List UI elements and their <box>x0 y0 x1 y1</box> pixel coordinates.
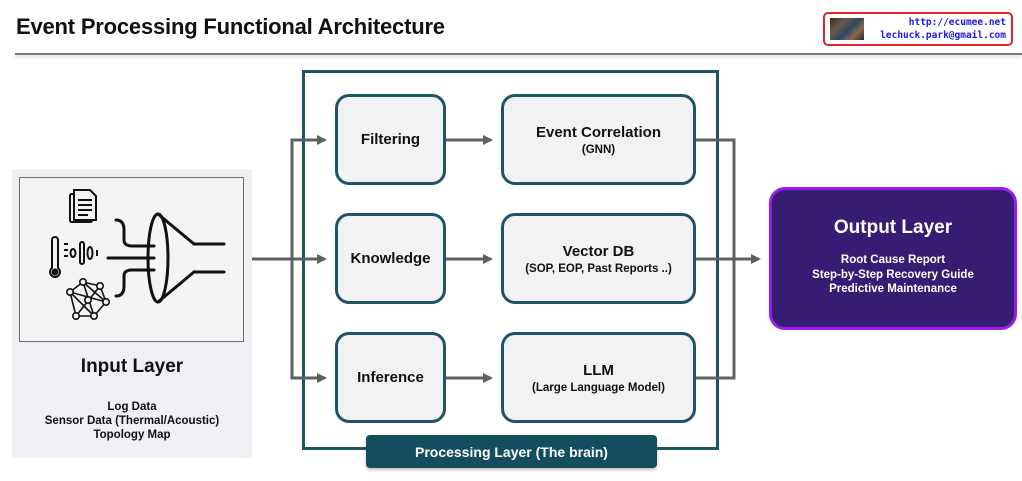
input-layer-items: Log Data Sensor Data (Thermal/Acoustic) … <box>12 400 252 442</box>
processing-layer-label: Processing Layer (The brain) <box>366 435 657 468</box>
thermometer-icon <box>49 236 61 278</box>
input-layer-card: Input Layer Log Data Sensor Data (Therma… <box>12 169 252 458</box>
filtering-label: Filtering <box>360 131 421 148</box>
vector-db-label: Vector DB <box>562 242 635 260</box>
event-correlation-sublabel: (GNN) <box>581 143 616 156</box>
author-badge: http://ecumee.net lechuck.park@gmail.com <box>823 12 1013 46</box>
input-item: Log Data <box>107 401 157 413</box>
page-title: Event Processing Functional Architecture <box>16 14 445 39</box>
author-email-link[interactable]: lechuck.park@gmail.com <box>880 30 1006 41</box>
title-divider <box>15 53 1022 55</box>
inference-node[interactable]: Inference <box>335 332 446 423</box>
event-correlation-node[interactable]: Event Correlation (GNN) <box>501 94 696 185</box>
network-graph-icon <box>65 278 111 321</box>
funnel-icon <box>106 212 226 304</box>
input-item: Topology Map <box>93 429 171 441</box>
knowledge-node[interactable]: Knowledge <box>335 213 446 304</box>
knowledge-label: Knowledge <box>350 250 431 267</box>
input-item: Sensor Data (Thermal/Acoustic) <box>44 415 220 427</box>
input-illustration-svg <box>49 189 226 321</box>
llm-node[interactable]: LLM (Large Language Model) <box>501 332 696 423</box>
vector-db-node[interactable]: Vector DB (SOP, EOP, Past Reports ..) <box>501 213 696 304</box>
vector-db-sublabel: (SOP, EOP, Past Reports ..) <box>525 262 672 275</box>
event-correlation-label: Event Correlation <box>535 123 662 141</box>
output-layer-card[interactable]: Output Layer Root Cause Report Step-by-S… <box>769 187 1017 330</box>
output-item: Predictive Maintenance <box>829 283 957 295</box>
llm-label: LLM <box>583 361 614 379</box>
author-thumbnail <box>830 18 864 40</box>
llm-sublabel: (Large Language Model) <box>532 381 665 394</box>
document-icon <box>69 189 97 223</box>
output-layer-items: Root Cause Report Step-by-Step Recovery … <box>772 253 1014 297</box>
inference-label: Inference <box>357 369 424 386</box>
author-url-link[interactable]: http://ecumee.net <box>908 17 1006 28</box>
output-layer-title: Output Layer <box>833 217 953 238</box>
input-layer-title: Input Layer <box>80 356 184 377</box>
output-item: Step-by-Step Recovery Guide <box>812 268 974 281</box>
sound-wave-icon <box>64 241 98 265</box>
input-illustration <box>19 177 244 342</box>
output-item: Root Cause Report <box>840 254 946 266</box>
filtering-node[interactable]: Filtering <box>335 94 446 185</box>
